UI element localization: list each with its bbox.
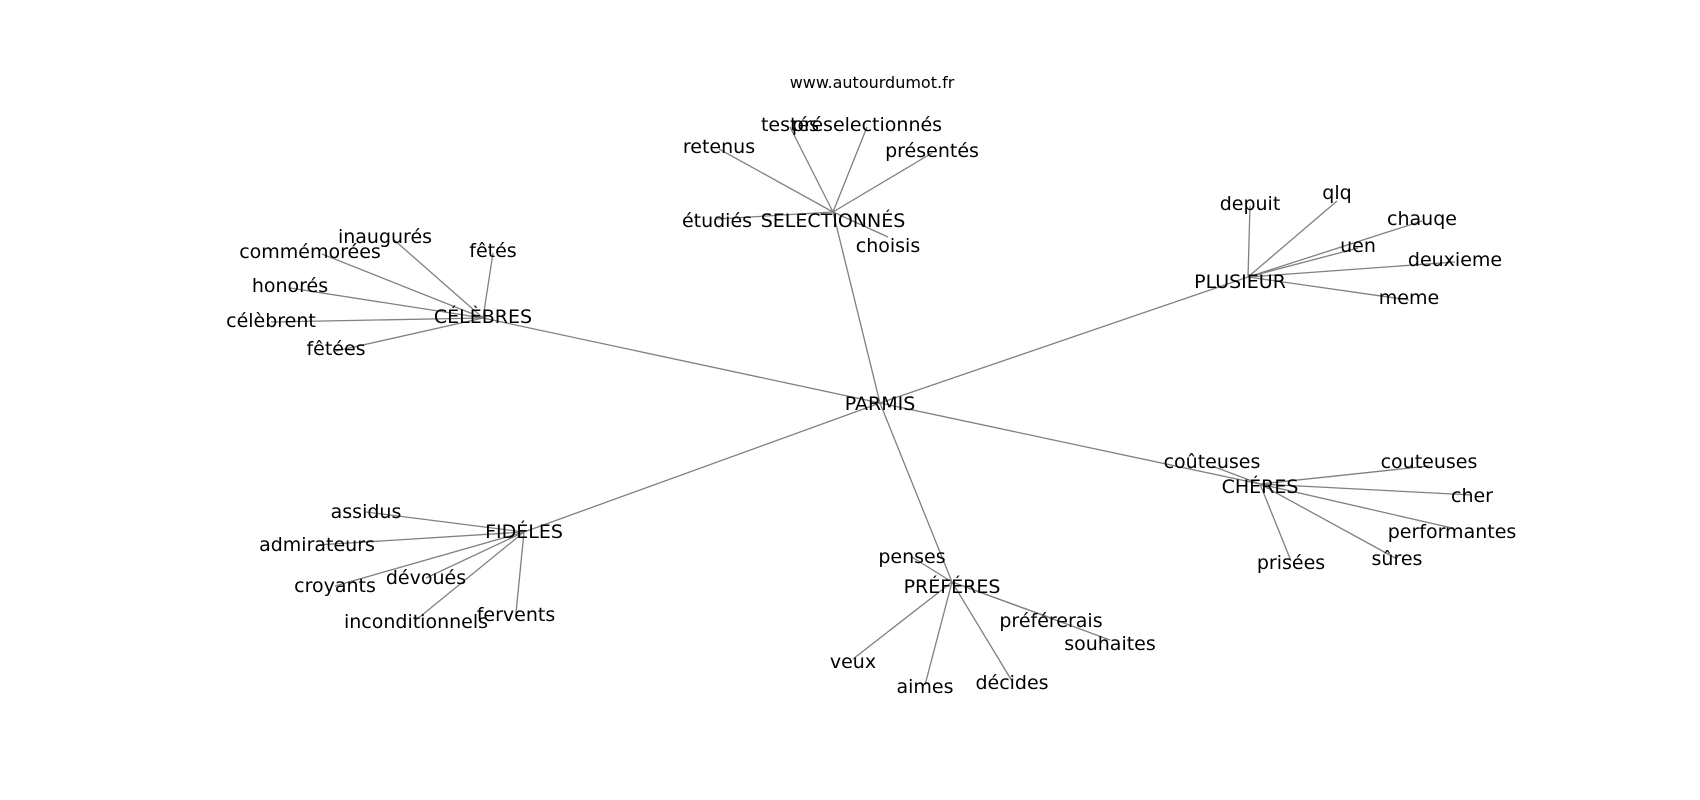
edge-hub-to-leaf — [289, 287, 484, 319]
edge-center-to-hub — [482, 317, 881, 404]
edge-hub-to-leaf — [1259, 483, 1453, 529]
leaf-node-label: préselectionnés — [792, 114, 942, 136]
edge-hub-to-leaf — [1247, 200, 1338, 278]
leaf-node-label: choisis — [856, 235, 920, 257]
hub-node-label: FIDÉLES — [485, 520, 563, 543]
edge-hub-to-leaf — [425, 531, 525, 579]
leaf-node-label: testés — [761, 114, 819, 136]
source-watermark: www.autourdumot.fr — [790, 73, 955, 92]
leaf-node-label: veux — [830, 651, 876, 673]
edge-hub-to-leaf — [1247, 261, 1456, 278]
edge-hub-to-leaf — [1259, 483, 1398, 560]
edge-hub-to-leaf — [316, 531, 525, 546]
leaf-node-label: penses — [878, 546, 945, 568]
edge-hub-to-leaf — [832, 152, 933, 213]
edge-hub-to-leaf — [482, 252, 494, 319]
edge-hub-to-leaf — [789, 126, 834, 213]
leaf-node-label: admirateurs — [259, 534, 375, 556]
edge-hub-to-leaf — [1259, 483, 1292, 562]
edge-hub-to-leaf — [716, 211, 834, 220]
leaf-node-label: qlq — [1322, 182, 1351, 204]
edge-hub-to-leaf — [1247, 276, 1410, 301]
leaf-node-label: commémorées — [239, 241, 381, 263]
edge-hub-to-leaf — [1247, 220, 1423, 278]
leaf-node-label: retenus — [683, 136, 755, 158]
leaf-node-label: depuit — [1220, 193, 1281, 215]
edge-hub-to-leaf — [321, 253, 484, 319]
leaf-node-label: inconditionnels — [344, 611, 488, 633]
leaf-node-label: honorés — [252, 275, 328, 297]
edge-hub-to-leaf — [718, 148, 834, 213]
edge-hub-to-leaf — [1259, 483, 1473, 496]
edge-hub-to-leaf — [365, 511, 525, 533]
leaf-node-label: meme — [1379, 287, 1439, 309]
leaf-node-label: inaugurés — [338, 226, 432, 248]
leaf-node-label: chauqe — [1387, 208, 1457, 230]
leaf-node-label: étudiés — [682, 210, 752, 232]
edge-hub-to-leaf — [1247, 205, 1251, 278]
edge-hub-to-leaf — [1259, 465, 1430, 485]
leaf-node-label: prisées — [1257, 552, 1325, 574]
edge-hub-to-leaf — [832, 211, 889, 238]
leaf-node-label: préférerais — [999, 610, 1102, 632]
hub-node-label: CHÉRES — [1222, 475, 1299, 498]
leaf-node-label: sûres — [1372, 548, 1423, 570]
leaf-node-label: présentés — [885, 140, 979, 162]
edge-hub-to-leaf — [951, 581, 1111, 641]
edge-hub-to-leaf — [832, 126, 868, 213]
leaf-node-label: fervents — [477, 604, 556, 626]
hub-node-label: PRÉFÉRES — [904, 575, 1001, 598]
leaf-node-label: dévoués — [386, 567, 466, 589]
leaf-node-label: fêtées — [306, 338, 365, 360]
leaf-node-label: coûteuses — [1164, 451, 1261, 473]
edge-center-to-hub — [832, 211, 881, 404]
graph-edges — [270, 126, 1473, 686]
edge-hub-to-leaf — [334, 531, 525, 587]
center-node-label: PARMIS — [845, 393, 916, 415]
leaf-node-label: deuxieme — [1408, 249, 1502, 271]
edge-center-to-hub — [523, 402, 881, 533]
leaf-node-label: souhaites — [1064, 633, 1156, 655]
leaf-node-label: décides — [975, 672, 1048, 694]
edge-hub-to-leaf — [392, 238, 484, 319]
leaf-node-label: uen — [1340, 235, 1376, 257]
hub-node-label: SELECTIONNÉS — [761, 209, 906, 232]
edge-hub-to-leaf — [951, 581, 1013, 682]
leaf-node-label: assidus — [331, 501, 402, 523]
leaf-node-label: aimes — [896, 676, 953, 698]
edge-hub-to-leaf — [924, 581, 953, 686]
edge-hub-to-leaf — [911, 556, 953, 583]
edge-hub-to-leaf — [1211, 465, 1261, 485]
leaf-node-label: croyants — [294, 575, 376, 597]
leaf-node-label: couteuses — [1381, 451, 1478, 473]
edge-hub-to-leaf — [852, 581, 953, 660]
edge-hub-to-leaf — [515, 531, 525, 614]
leaf-node-label: performantes — [1388, 521, 1517, 543]
leaf-node-label: célèbrent — [226, 310, 316, 332]
edge-hub-to-leaf — [1247, 247, 1359, 278]
hub-node-label: PLUSIEUR — [1194, 271, 1286, 293]
leaf-node-label: fêtés — [469, 240, 516, 262]
edge-center-to-hub — [879, 402, 1261, 485]
hub-node-label: CÉLÈBRES — [434, 305, 532, 328]
edge-hub-to-leaf — [415, 531, 525, 621]
edge-center-to-hub — [879, 402, 953, 583]
edge-center-to-hub — [879, 276, 1249, 404]
edge-hub-to-leaf — [270, 317, 484, 323]
leaf-node-label: cher — [1451, 485, 1493, 507]
edge-hub-to-leaf — [335, 317, 484, 352]
